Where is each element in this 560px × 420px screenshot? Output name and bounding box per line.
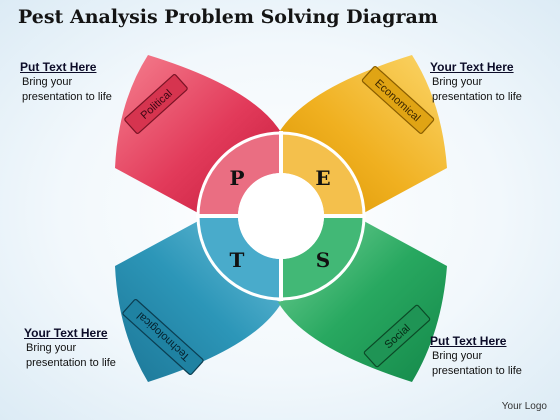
note-bottom-right: Put Text Here Bring your presentation to… xyxy=(430,334,560,379)
note-line: presentation to life xyxy=(432,91,522,103)
note-line: Bring your xyxy=(432,76,483,88)
note-line: Bring your xyxy=(26,342,77,354)
note-line: Bring your xyxy=(22,76,73,88)
letter-p: P xyxy=(229,166,244,190)
note-line: presentation to life xyxy=(432,365,522,377)
social-tab: Social xyxy=(363,304,431,368)
logo-text: Your Logo xyxy=(501,401,547,412)
ring-quadrant-e xyxy=(281,133,364,216)
letter-s: S xyxy=(316,248,330,272)
note-bottom-left: Your Text Here Bring your presentation t… xyxy=(24,326,174,371)
note-line: presentation to life xyxy=(26,357,116,369)
note-line: Bring your xyxy=(432,350,483,362)
note-heading: Put Text Here xyxy=(20,60,97,74)
note-heading: Your Text Here xyxy=(430,60,514,74)
note-top-left: Put Text Here Bring your presentation to… xyxy=(20,60,170,105)
note-top-right: Your Text Here Bring your presentation t… xyxy=(430,60,560,105)
letter-t: T xyxy=(230,248,245,272)
letter-e: E xyxy=(315,166,330,190)
ring-quadrant-s xyxy=(281,216,364,299)
ring-quadrant-p xyxy=(198,133,281,216)
note-heading: Your Text Here xyxy=(24,326,108,340)
note-line: presentation to life xyxy=(22,91,112,103)
note-heading: Put Text Here xyxy=(430,334,507,348)
center-ring xyxy=(196,131,366,301)
diagram-title: Pest Analysis Problem Solving Diagram xyxy=(18,6,438,28)
ring-quadrant-t xyxy=(198,216,281,299)
